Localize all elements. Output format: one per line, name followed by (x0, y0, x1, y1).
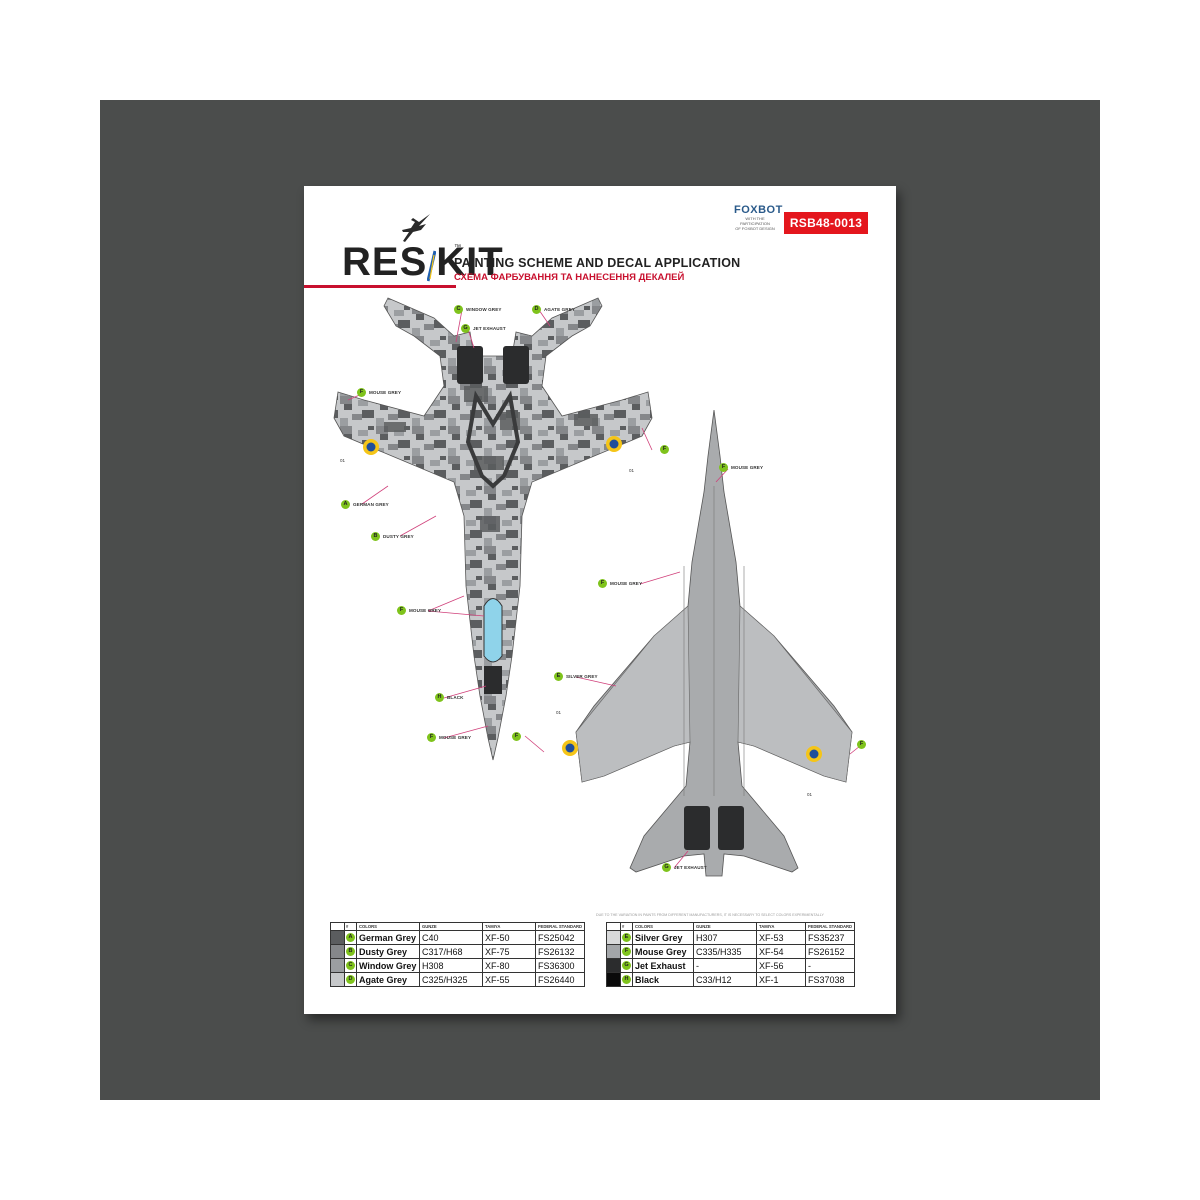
callout-f-right-wingtip: F (660, 445, 672, 454)
top-view-aircraft (333, 297, 653, 761)
callout-german-grey: A GERMAN GREY (341, 500, 389, 509)
color-table-left: # COLORS GUNZE TAMIYA FEDERAL STANDARD A… (330, 922, 586, 987)
jet-silhouette-icon (402, 214, 430, 242)
table-header-row: # COLORS GUNZE TAMIYA FEDERAL STANDARD (330, 922, 586, 931)
color-swatch (606, 944, 621, 959)
table-row: F Mouse Grey C335/H335 XF-54 FS26152 (606, 944, 856, 959)
color-swatch (330, 930, 345, 945)
callout-dusty-grey: B DUSTY GREY (371, 532, 414, 541)
table-row: C Window Grey H308 XF-80 FS36300 (330, 958, 586, 973)
decal-number: 01 (556, 710, 562, 715)
callout-mouse-grey-wingtip: F MOUSE GREY (357, 388, 401, 397)
callout-jet-exhaust-under: G JET EXHAUST (662, 863, 707, 872)
aircraft-diagrams (333, 297, 861, 877)
callout-black: H BLACK (435, 693, 464, 702)
page-title: PAINTING SCHEME AND DECAL APPLICATION (454, 256, 741, 270)
callout-leader-lines (347, 309, 861, 869)
table-row: G Jet Exhaust - XF-56 - (606, 958, 856, 973)
callout-f-right-wingtip-under: F (857, 740, 869, 749)
callout-mouse-grey-nose-under: F MOUSE GREY (719, 463, 763, 472)
callout-mouse-grey-nose: F MOUSE GREY (427, 733, 471, 742)
color-swatch (606, 930, 621, 945)
header-rule (304, 285, 456, 288)
product-code-badge: RSB48-0013 (784, 212, 868, 234)
table-row: H Black C33/H12 XF-1 FS37038 (606, 972, 856, 987)
color-table-right: # COLORS GUNZE TAMIYA FEDERAL STANDARD E… (606, 922, 856, 987)
callout-agate-grey: D AGATE GREY (532, 305, 575, 314)
table-header-row: # COLORS GUNZE TAMIYA FEDERAL STANDARD (606, 922, 856, 931)
decal-number: 01 (340, 458, 346, 463)
trademark: ™ (454, 244, 461, 251)
callout-mouse-grey-spine: F MOUSE GREY (397, 606, 441, 615)
color-swatch (330, 972, 345, 987)
callout-f-left-wingtip-under: F (512, 732, 524, 741)
decal-number: 01 (807, 792, 813, 797)
color-swatch (330, 944, 345, 959)
table-row: D Agate Grey C325/H325 XF-55 FS26440 (330, 972, 586, 987)
partner-name: FOXBOT (734, 204, 783, 216)
color-swatch (606, 958, 621, 973)
color-swatch (606, 972, 621, 987)
callout-silver-grey: E SILVER GREY (554, 672, 598, 681)
color-disclaimer: DUE TO THE VARIATION IN PAINTS FROM DIFF… (596, 913, 824, 917)
callout-jet-exhaust-top: G JET EXHAUST (461, 324, 506, 333)
table-row: E Silver Grey H307 XF-53 FS35237 (606, 930, 856, 945)
table-row: A German Grey C40 XF-50 FS25042 (330, 930, 586, 945)
page-subtitle: СХЕМА ФАРБУВАННЯ ТА НАНЕСЕННЯ ДЕКАЛЕЙ (454, 272, 685, 283)
color-swatch (330, 958, 345, 973)
decal-number: 01 (629, 468, 635, 473)
bottom-view-aircraft (562, 409, 853, 877)
callout-mouse-grey-intake: F MOUSE GREY (598, 579, 642, 588)
callout-window-grey: C WINDOW GREY (454, 305, 502, 314)
table-row: B Dusty Grey C317/H68 XF-75 FS26132 (330, 944, 586, 959)
